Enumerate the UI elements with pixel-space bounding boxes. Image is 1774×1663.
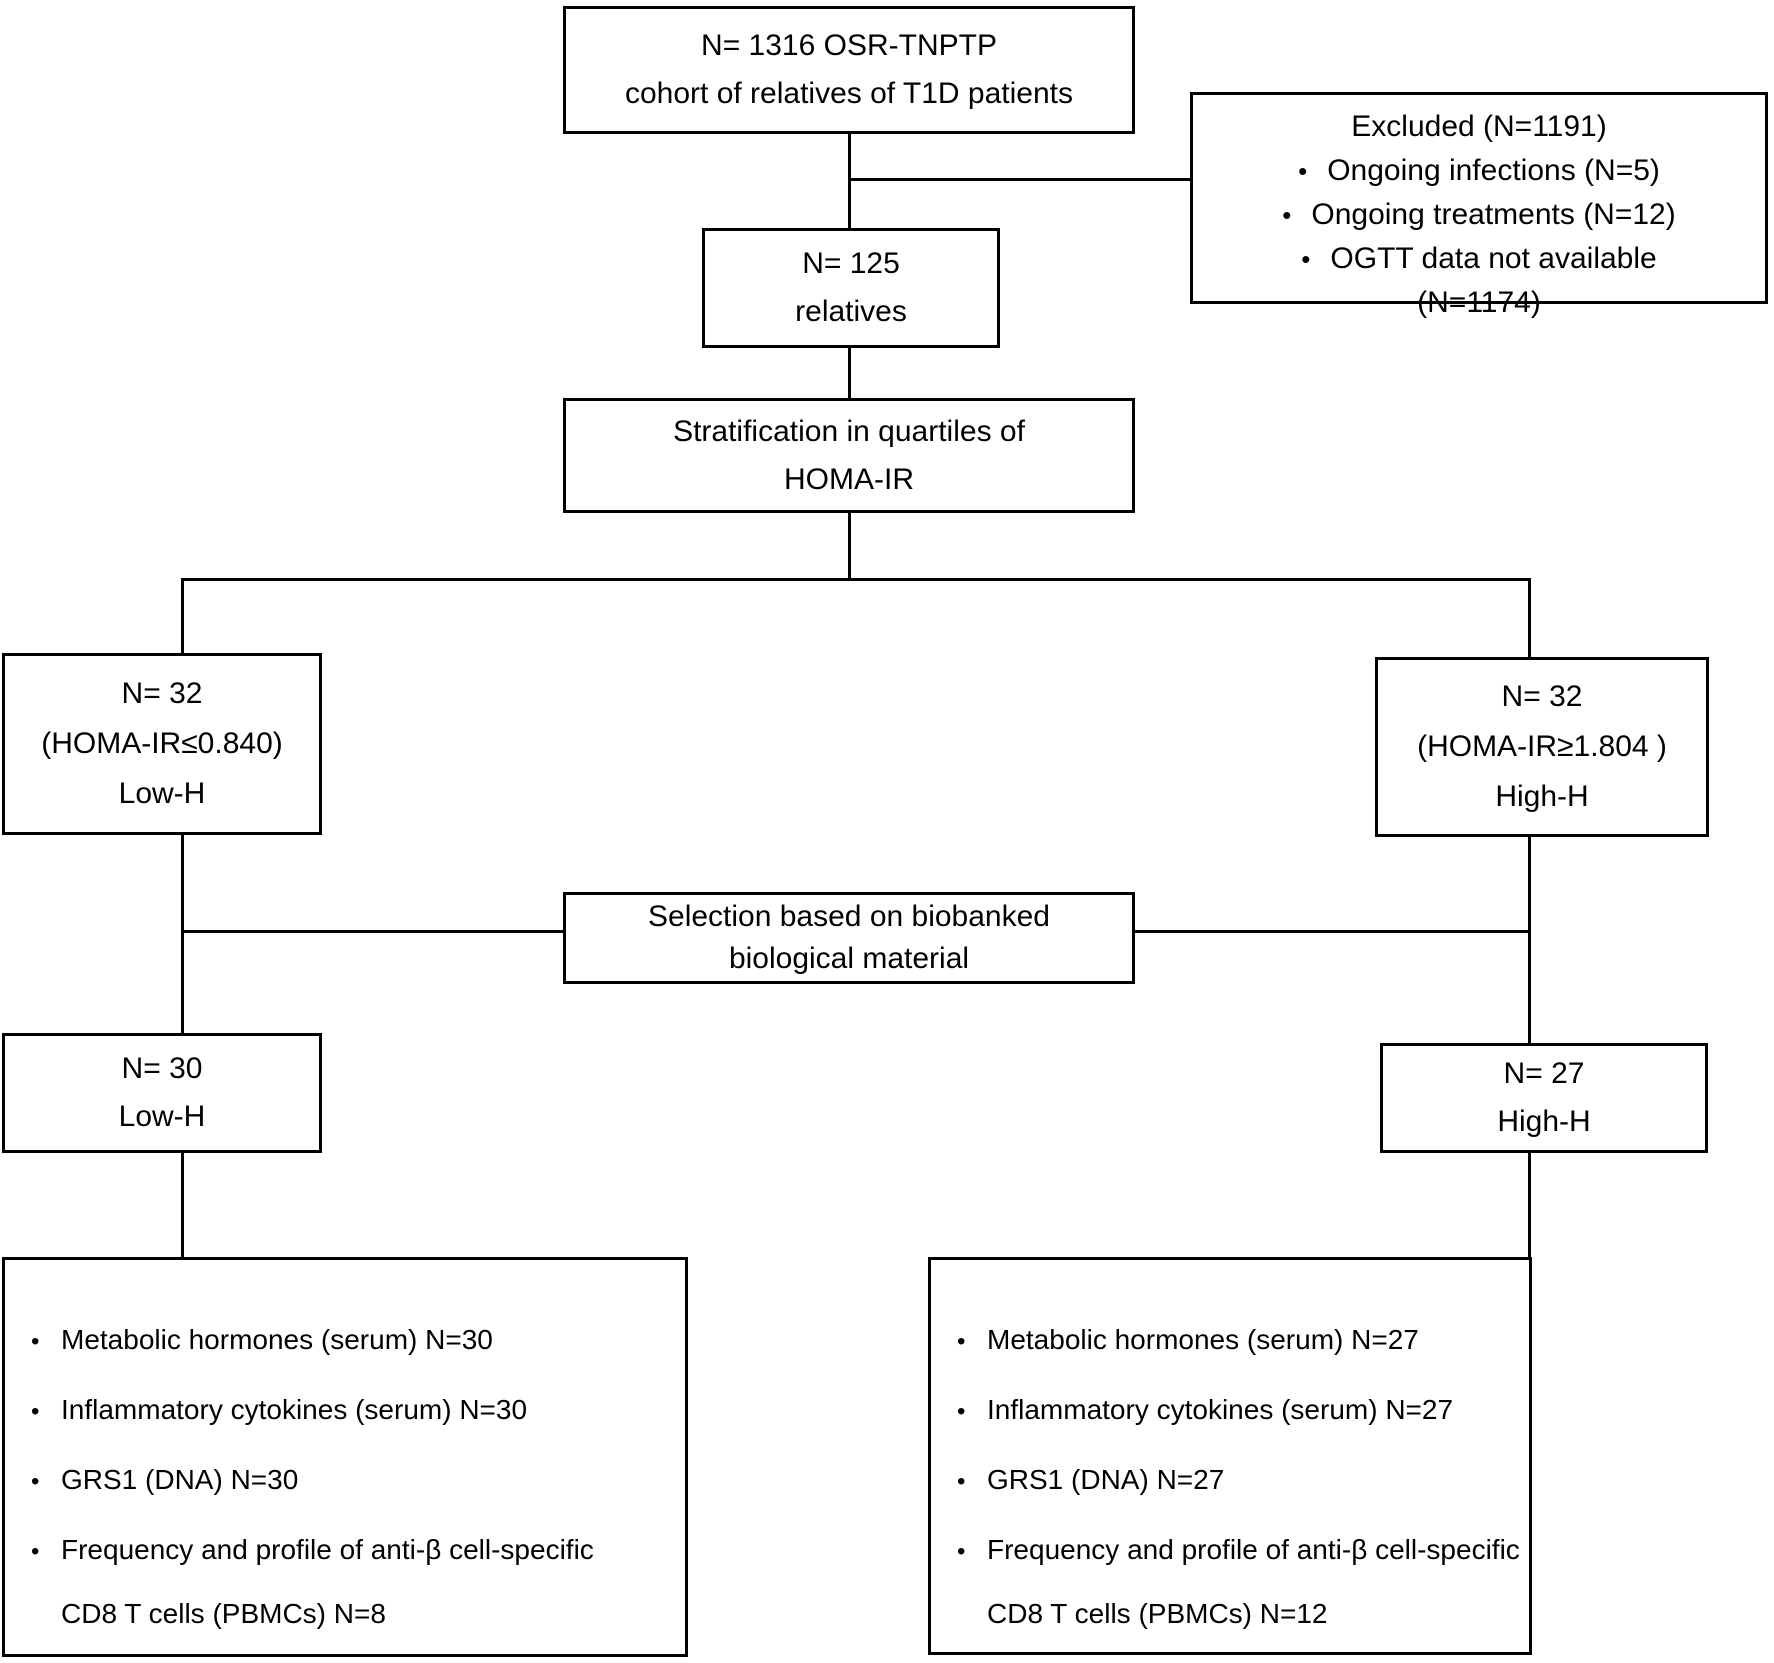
list-item-text: Frequency and profile of anti-β cell-spe… (987, 1534, 1520, 1565)
list-item: • Inflammatory cytokines (serum) N=30 (5, 1394, 527, 1428)
connector-to-excluded (848, 178, 1192, 181)
top-cohort-box: N= 1316 OSR-TNPTP cohort of relatives of… (563, 6, 1135, 134)
list-item: • Metabolic hormones (serum) N=27 (931, 1324, 1419, 1358)
bullet-icon: • (31, 1468, 40, 1495)
list-item-text: Inflammatory cytokines (serum) N=30 (61, 1394, 528, 1425)
bullet-icon: • (31, 1398, 40, 1425)
connector-relatives-to-stratification (848, 348, 851, 400)
excluded-box: Excluded (N=1191) • Ongoing infections (… (1190, 92, 1768, 319)
bullet-icon: • (31, 1328, 40, 1355)
low-selected-count: N= 30 (121, 1052, 203, 1085)
bullet-icon: • (957, 1398, 966, 1425)
high-quartile-criteria: (HOMA-IR≥1.804 ) (1417, 730, 1667, 763)
bullet-icon: • (1298, 156, 1308, 186)
low-selected-label: Low-H (118, 1100, 206, 1133)
low-selected-box: N= 30 Low-H (2, 1033, 322, 1153)
high-selected-count: N= 27 (1503, 1057, 1585, 1090)
high-selected-box: N= 27 High-H (1380, 1043, 1708, 1153)
relatives-count: N= 125 (802, 247, 900, 280)
stratification-line2: HOMA-IR (784, 462, 914, 496)
low-outcomes-box: • Metabolic hormones (serum) N=30 • Infl… (2, 1257, 688, 1657)
relatives-box: N= 125 relatives (702, 228, 1000, 348)
connector-stratification-to-branch (848, 513, 851, 580)
bullet-icon: • (957, 1468, 966, 1495)
list-item: • Metabolic hormones (serum) N=30 (5, 1324, 493, 1358)
list-item: • GRS1 (DNA) N=27 (931, 1464, 1224, 1498)
cohort-description: cohort of relatives of T1D patients (624, 77, 1073, 110)
stratification-line1: Stratification in quartiles of (673, 414, 1025, 448)
bullet-icon: • (1301, 244, 1311, 274)
excluded-item: • Ongoing treatments (N=12) (1193, 193, 1765, 237)
list-item-text: GRS1 (DNA) N=27 (987, 1464, 1225, 1495)
selection-line1: Selection based on biobanked (648, 900, 1050, 933)
high-quartile-box: N= 32 (HOMA-IR≥1.804 ) High-H (1375, 657, 1709, 837)
connector-high-quartile-to-high-selected (1528, 837, 1531, 1045)
connector-selection-left (181, 930, 565, 933)
low-quartile-label: Low-H (118, 777, 206, 810)
low-quartile-box: N= 32 (HOMA-IR≤0.840) Low-H (2, 653, 322, 835)
bullet-icon: • (31, 1538, 40, 1565)
high-quartile-count: N= 32 (1501, 680, 1583, 713)
excluded-item-text-wrap: (N=1174) (1417, 286, 1541, 319)
low-quartile-criteria: (HOMA-IR≤0.840) (41, 727, 283, 760)
high-quartile-label: High-H (1495, 780, 1589, 813)
stratification-box: Stratification in quartiles of HOMA-IR (563, 398, 1135, 513)
list-item-text: GRS1 (DNA) N=30 (61, 1464, 299, 1495)
cohort-count: N= 1316 OSR-TNPTP (701, 29, 997, 62)
connector-selection-right (1135, 930, 1531, 933)
list-item-text-wrap: CD8 T cells (PBMCs) N=12 (987, 1598, 1328, 1629)
list-item-text: Metabolic hormones (serum) N=30 (61, 1324, 493, 1355)
excluded-title: Excluded (N=1191) (1351, 110, 1607, 143)
list-item-text: Frequency and profile of anti-β cell-spe… (61, 1534, 594, 1565)
bullet-icon: • (1282, 200, 1292, 230)
bullet-icon: • (957, 1538, 966, 1565)
low-quartile-count: N= 32 (121, 677, 203, 710)
bullet-icon: • (957, 1328, 966, 1355)
connector-high-selected-to-outcomes (1528, 1153, 1531, 1259)
connector-top-to-relatives (848, 134, 851, 230)
excluded-item-text: Ongoing infections (N=5) (1327, 154, 1660, 187)
list-item: • Frequency and profile of anti-β cell-s… (5, 1534, 594, 1568)
list-item-text: Inflammatory cytokines (serum) N=27 (987, 1394, 1454, 1425)
list-item-text-wrap: CD8 T cells (PBMCs) N=8 (61, 1598, 386, 1629)
connector-branch-horizontal (181, 578, 1531, 581)
excluded-item: • Ongoing infections (N=5) (1193, 149, 1765, 193)
list-item: • GRS1 (DNA) N=30 (5, 1464, 298, 1498)
connector-branch-to-low-quartile (181, 578, 184, 655)
list-item: • Frequency and profile of anti-β cell-s… (931, 1534, 1520, 1568)
excluded-item-text: Ongoing treatments (N=12) (1311, 198, 1676, 231)
high-selected-label: High-H (1497, 1105, 1591, 1138)
list-item: • Inflammatory cytokines (serum) N=27 (931, 1394, 1453, 1428)
connector-branch-to-high-quartile (1528, 578, 1531, 659)
excluded-item-text: OGTT data not available (1330, 242, 1657, 275)
high-outcomes-box: • Metabolic hormones (serum) N=27 • Infl… (928, 1257, 1532, 1655)
list-item-text: Metabolic hormones (serum) N=27 (987, 1324, 1419, 1355)
connector-low-selected-to-outcomes (181, 1153, 184, 1259)
connector-low-quartile-to-low-selected (181, 835, 184, 1035)
selection-line2: biological material (728, 942, 970, 975)
excluded-item: • OGTT data not available (1193, 237, 1765, 281)
relatives-label: relatives (795, 295, 907, 328)
selection-box: Selection based on biobanked biological … (563, 892, 1135, 984)
